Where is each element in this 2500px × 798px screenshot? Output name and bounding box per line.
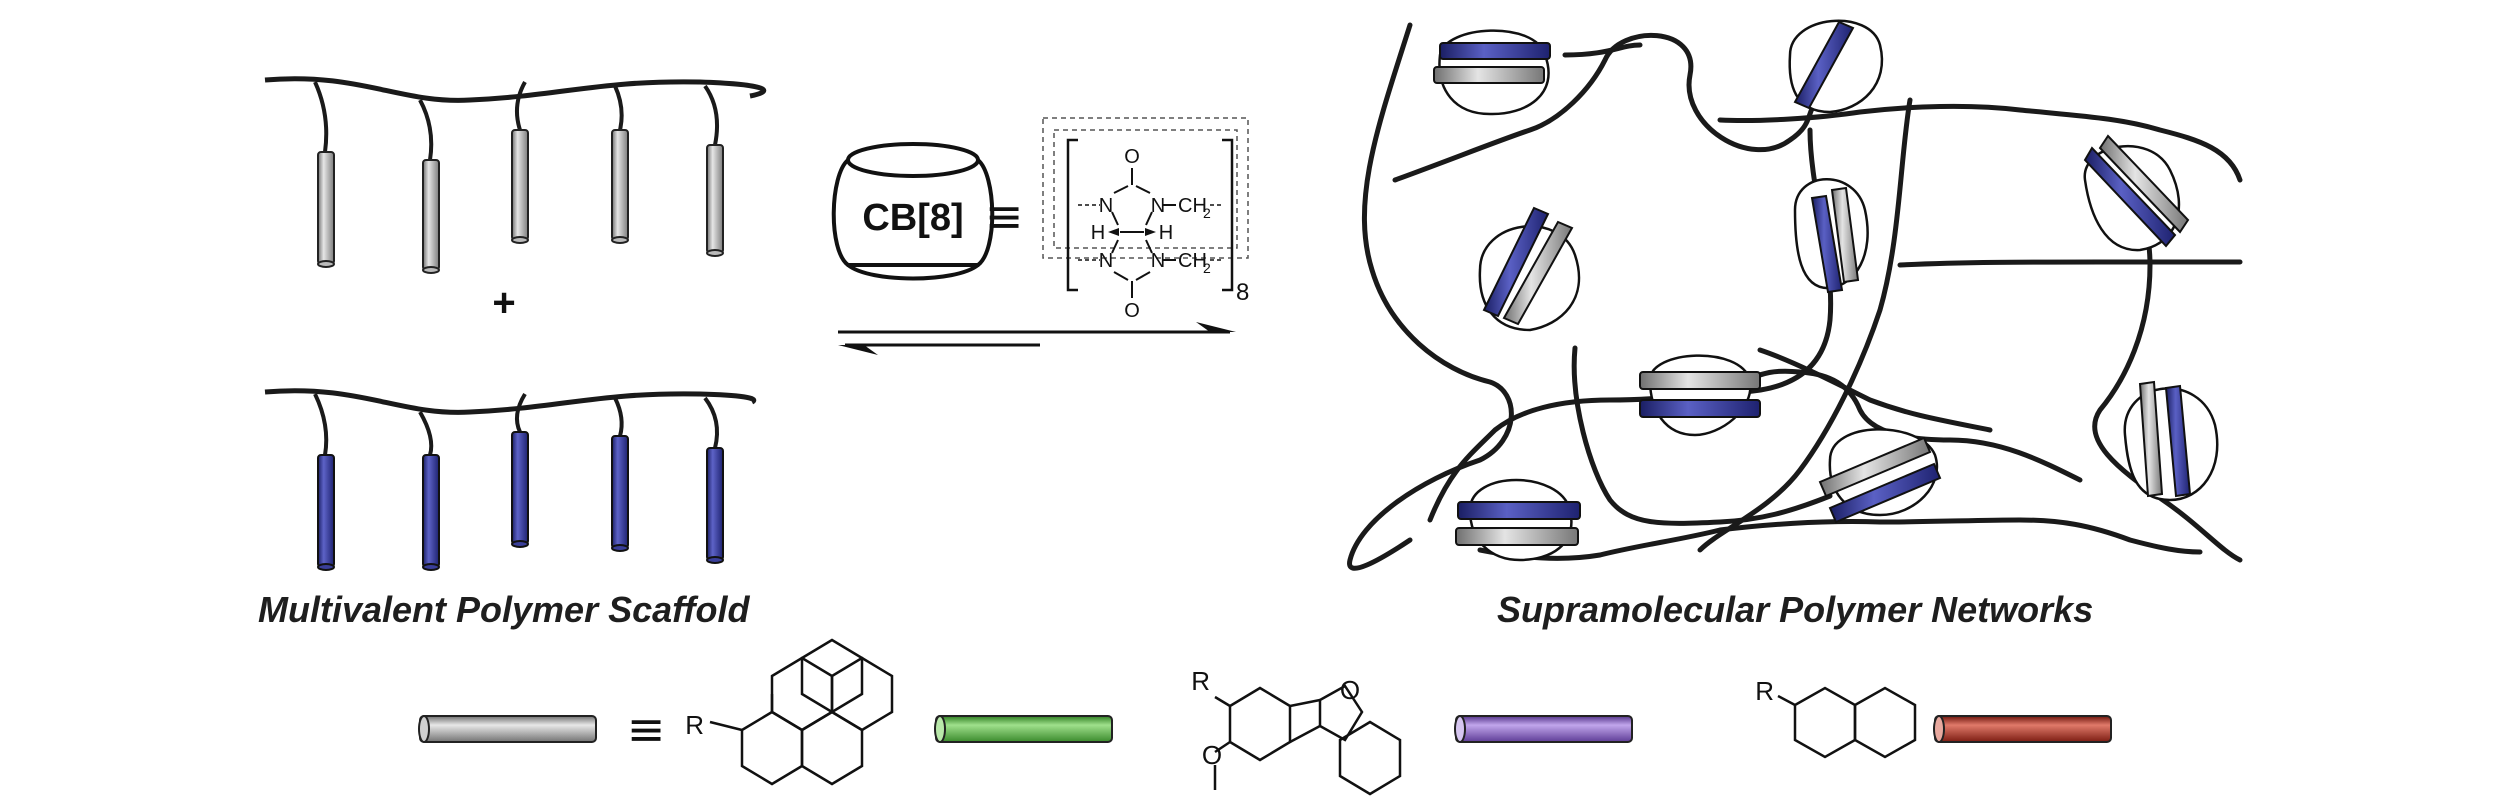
grey-rod <box>706 144 724 257</box>
svg-text:H: H <box>1091 222 1105 244</box>
complex-4 <box>1793 178 1869 294</box>
complex-9 <box>1455 478 1581 562</box>
svg-text:CH: CH <box>1178 250 1207 272</box>
complex-5 <box>2083 134 2190 252</box>
grey-rod <box>317 151 335 268</box>
polymer-network-chains <box>1347 22 2243 571</box>
blue-rod <box>317 454 335 571</box>
blue-rod <box>706 447 724 564</box>
naphthalene-structure <box>1777 686 1917 759</box>
complex-2 <box>1788 19 1884 114</box>
grey-rod <box>511 129 529 244</box>
legend-equivalence-symbol: ≡ <box>627 702 666 756</box>
pyrene-structure <box>709 638 894 786</box>
legend-r-label-naphthalene: R <box>1755 676 1774 706</box>
legend-o-label-methoxy: O <box>1202 740 1222 770</box>
legend-o-label-dibenzofuran: O <box>1340 675 1360 705</box>
svg-text:N: N <box>1151 250 1165 272</box>
cb8-barrel-icon <box>831 142 995 281</box>
plus-sign: + <box>492 281 515 325</box>
right-caption: Supramolecular Polymer Networks <box>1497 589 2093 630</box>
svg-text:N: N <box>1151 195 1165 217</box>
legend-r-label-pyrene: R <box>685 710 704 740</box>
legend-green-rod <box>934 715 1113 743</box>
cb8-label: CB[8] <box>862 197 963 239</box>
svg-text:N: N <box>1099 250 1113 272</box>
blue-polymer-scaffold <box>264 388 757 571</box>
grey-polymer-scaffold <box>264 76 767 274</box>
complex-3 <box>1478 206 1581 332</box>
blue-rod <box>611 435 629 552</box>
svg-text:CH: CH <box>1178 195 1207 217</box>
legend-grey-rod <box>418 715 597 743</box>
svg-text:2: 2 <box>1203 205 1211 221</box>
svg-text:8: 8 <box>1236 279 1249 306</box>
left-caption: Multivalent Polymer Scaffold <box>258 589 750 630</box>
svg-text:N: N <box>1099 195 1113 217</box>
legend-r-label-dibenzofuran: R <box>1191 666 1210 696</box>
equivalence-symbol: ≡ <box>985 189 1024 243</box>
svg-text:O: O <box>1124 146 1140 168</box>
legend-red-rod <box>1933 715 2112 743</box>
svg-text:2: 2 <box>1203 260 1211 276</box>
complex-6 <box>1639 354 1761 437</box>
glycoluril-structure: O N N H H N N O CH 2 CH 2 8 <box>1042 117 1249 322</box>
legend-purple-rod <box>1454 715 1633 743</box>
svg-text:H: H <box>1159 222 1173 244</box>
blue-rod <box>511 431 529 548</box>
grey-rod <box>611 129 629 244</box>
complex-1 <box>1433 29 1551 116</box>
complex-7 <box>1818 428 1942 524</box>
blue-rod <box>422 454 440 571</box>
complex-8 <box>2123 380 2219 502</box>
grey-rod <box>422 159 440 274</box>
svg-text:O: O <box>1124 300 1140 322</box>
dibenzofuran-structure <box>1213 684 1402 796</box>
equilibrium-arrows <box>838 322 1236 355</box>
